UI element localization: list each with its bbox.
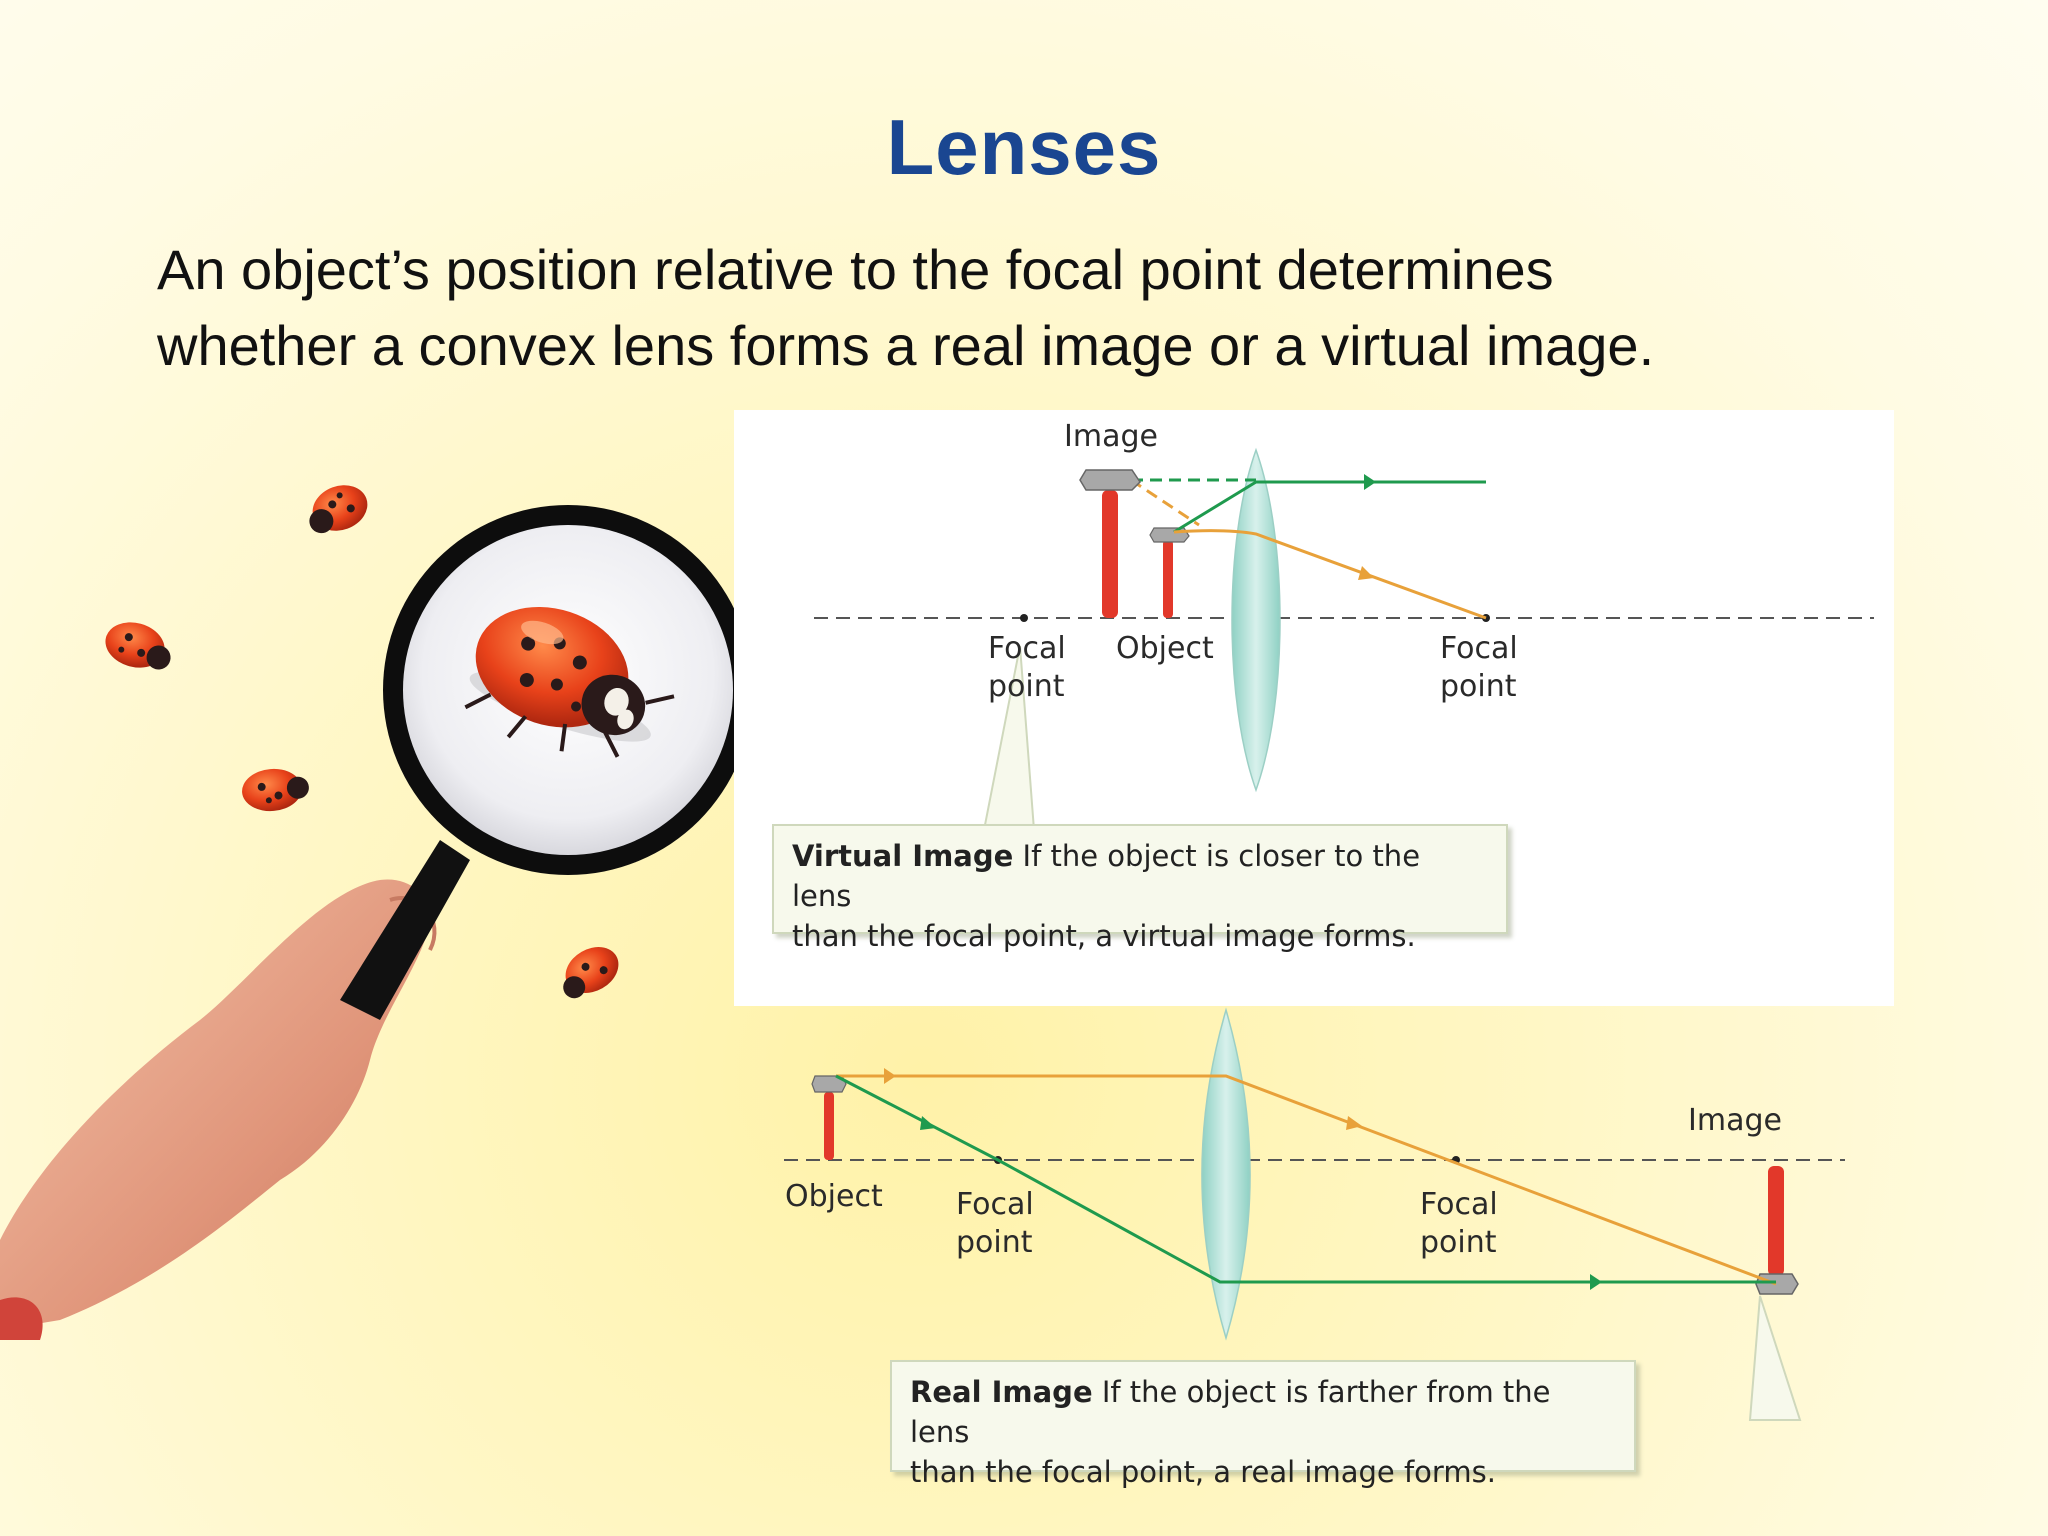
real-object-label: Object bbox=[785, 1179, 883, 1214]
convex-lens bbox=[1201, 1007, 1251, 1341]
virtual-image-caption: Virtual Image If the object is closer to… bbox=[772, 824, 1508, 953]
virtual-object-label: Object bbox=[1116, 631, 1214, 666]
caption-bold: Real Image bbox=[910, 1375, 1093, 1409]
virtual-focal-left-label: Focal point bbox=[988, 630, 1066, 706]
caption-text: If the object is closer to the lens bbox=[792, 839, 1421, 913]
caption-line-2: than the focal point, a real image forms… bbox=[910, 1455, 1496, 1489]
object-hammer-icon bbox=[811, 1075, 847, 1160]
ladybug-icon bbox=[563, 947, 619, 999]
hand bbox=[0, 879, 430, 1330]
real-image-label: Image bbox=[1688, 1103, 1782, 1138]
body-line-2: whether a convex lens forms a real image… bbox=[157, 314, 1655, 377]
image-hammer-icon bbox=[1755, 1166, 1799, 1295]
virtual-focal-right-label: Focal point bbox=[1440, 630, 1518, 706]
caption-line-2: than the focal point, a virtual image fo… bbox=[792, 919, 1416, 953]
caption-line-1: Virtual Image If the object is closer to… bbox=[792, 836, 1488, 916]
focal-label-line: Focal bbox=[956, 1187, 1034, 1222]
focal-label-line: point bbox=[956, 1225, 1033, 1260]
focal-point-left bbox=[1020, 614, 1028, 622]
body-line-1: An object’s position relative to the foc… bbox=[157, 238, 1554, 301]
real-focal-right-label: Focal point bbox=[1420, 1186, 1498, 1262]
caption-line-1: Real Image If the object is farther from… bbox=[910, 1372, 1616, 1452]
focal-label-line: point bbox=[1440, 669, 1517, 704]
real-focal-left-label: Focal point bbox=[956, 1186, 1034, 1262]
virtual-image-label: Image bbox=[1064, 419, 1158, 454]
caption-bold: Virtual Image bbox=[792, 839, 1014, 873]
object-hammer-icon bbox=[1149, 527, 1190, 618]
ladybug-icon bbox=[105, 622, 171, 670]
magnifier-handle bbox=[340, 840, 470, 1020]
focal-label-line: point bbox=[988, 669, 1065, 704]
ladybug-icon bbox=[309, 485, 368, 534]
virtual-image-diagram: Image Focal point Object Focal point Vir… bbox=[734, 410, 1894, 1006]
magnifying-glass-icon bbox=[383, 505, 753, 875]
caption-text: If the object is farther from the lens bbox=[910, 1375, 1551, 1449]
focal-label-line: Focal bbox=[1440, 631, 1518, 666]
real-diagram-svg bbox=[784, 1007, 1845, 1421]
convex-lens bbox=[1231, 447, 1281, 793]
virtual-diagram-svg bbox=[814, 447, 1874, 831]
slide-title: Lenses bbox=[886, 103, 1162, 191]
real-image-caption: Real Image If the object is farther from… bbox=[890, 1360, 1636, 1489]
focal-label-line: Focal bbox=[1420, 1187, 1498, 1222]
real-image-diagram: Image Object Focal point Focal point Rea… bbox=[760, 1000, 1900, 1500]
image-hammer-icon bbox=[1079, 469, 1141, 618]
focal-label-line: Focal bbox=[988, 631, 1066, 666]
magnifier-illustration bbox=[0, 485, 753, 1340]
ladybug-icon bbox=[242, 768, 309, 812]
focal-label-line: point bbox=[1420, 1225, 1497, 1260]
slide-body-text: An object’s position relative to the foc… bbox=[157, 232, 1917, 384]
